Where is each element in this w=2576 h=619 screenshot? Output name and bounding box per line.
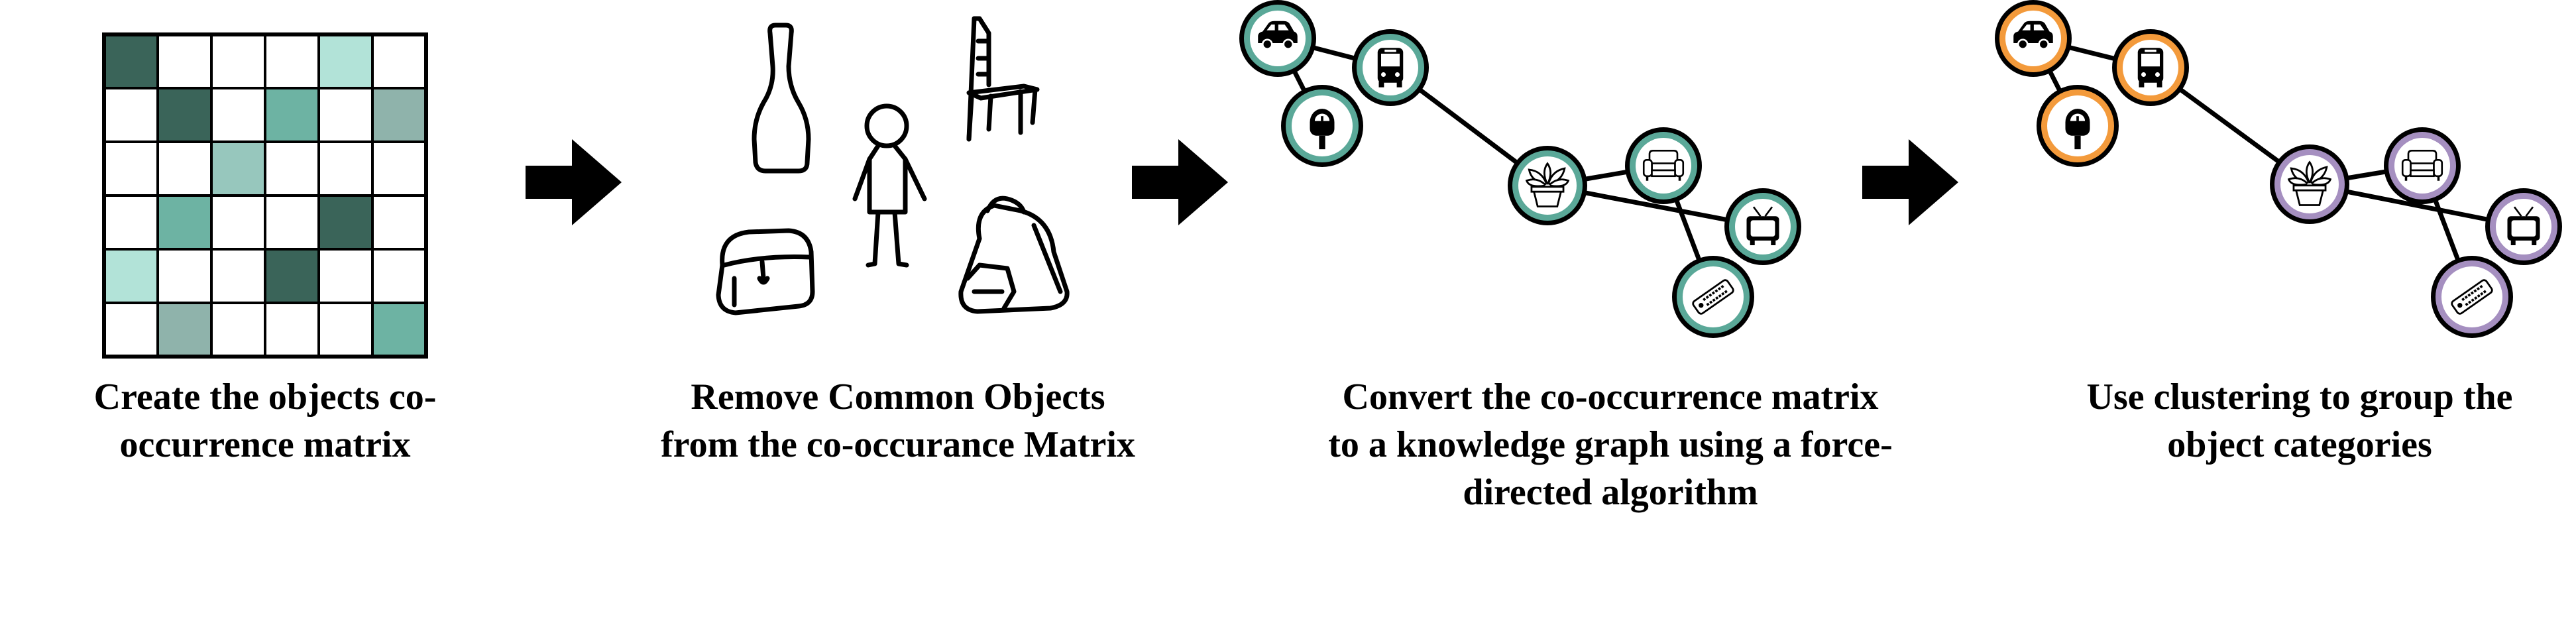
- graph-node-couch: [1625, 127, 1702, 204]
- handbag-icon: [716, 228, 815, 315]
- matrix-cell: [264, 33, 320, 89]
- graph-node-parking-meter: [1281, 85, 1363, 167]
- matrix-cell: [210, 141, 266, 197]
- matrix-cell: [264, 141, 320, 197]
- step-2-caption: Remove Common Objects from the co-occura…: [616, 373, 1180, 469]
- common-objects-group: [716, 16, 1070, 315]
- matrix-cell: [156, 248, 213, 304]
- caption-line: Use clustering to group the: [2086, 376, 2513, 418]
- matrix-cell: [103, 194, 159, 251]
- matrix-cell: [264, 248, 320, 304]
- matrix-cell: [210, 248, 266, 304]
- bottle-icon: [752, 23, 811, 174]
- graph-node-bus: [1352, 29, 1429, 106]
- matrix-cell: [156, 87, 213, 143]
- arrow-right-icon: [1132, 139, 1228, 225]
- matrix-cell: [371, 87, 427, 143]
- matrix-cell: [317, 33, 374, 89]
- cluster-node-car: [1995, 0, 2072, 77]
- matrix-cell: [264, 302, 320, 358]
- caption-line: Convert the co-occurrence matrix: [1342, 376, 1879, 418]
- matrix-cell: [210, 194, 266, 251]
- caption-line: Create the objects co-: [93, 376, 437, 418]
- graph-node-tv: [1724, 188, 1801, 265]
- matrix-cell: [371, 33, 427, 89]
- caption-line: from the co-occurance Matrix: [661, 424, 1135, 465]
- matrix-cell: [103, 87, 159, 143]
- caption-line: object categories: [2167, 424, 2432, 465]
- graph-node-remote: [1672, 256, 1754, 338]
- matrix-cell: [103, 141, 159, 197]
- co-occurrence-matrix: [102, 32, 428, 359]
- step-4-caption: Use clustering to group the object categ…: [2028, 373, 2571, 469]
- caption-line: Remove Common Objects: [691, 376, 1105, 418]
- backpack-icon: [958, 196, 1070, 314]
- graph-node-car: [1239, 0, 1316, 77]
- caption-line: occurrence matrix: [119, 424, 411, 465]
- arrow-right-icon: [526, 139, 622, 225]
- matrix-cell: [103, 248, 159, 304]
- matrix-cell: [317, 302, 374, 358]
- cluster-node-bus: [2112, 29, 2189, 106]
- cluster-node-potted-plant: [2270, 144, 2349, 224]
- clustered-graph: [1995, 0, 2562, 338]
- matrix-cell: [371, 248, 427, 304]
- matrix-cell: [156, 141, 213, 197]
- step-1-caption: Create the objects co- occurrence matrix: [27, 373, 504, 469]
- knowledge-graph: [1239, 0, 1801, 338]
- matrix-cell: [317, 248, 374, 304]
- step-3-caption: Convert the co-occurrence matrix to a kn…: [1259, 373, 1962, 516]
- cluster-node-couch: [2384, 127, 2461, 204]
- matrix-cell: [371, 141, 427, 197]
- matrix-cell: [371, 302, 427, 358]
- caption-line: directed algorithm: [1463, 472, 1758, 513]
- arrow-right-icon: [1862, 139, 1958, 225]
- matrix-cell: [317, 87, 374, 143]
- matrix-cell: [317, 141, 374, 197]
- matrix-cell: [103, 302, 159, 358]
- matrix-cell: [156, 33, 213, 89]
- matrix-cell: [156, 194, 213, 251]
- matrix-cell: [210, 33, 266, 89]
- matrix-border: [102, 32, 428, 359]
- cluster-node-parking-meter: [2037, 85, 2119, 167]
- matrix-cell: [210, 87, 266, 143]
- matrix-cell: [264, 87, 320, 143]
- matrix-cell: [103, 33, 159, 89]
- matrix-cell: [156, 302, 213, 358]
- matrix-cell: [317, 194, 374, 251]
- caption-line: to a knowledge graph using a force-: [1328, 424, 1893, 465]
- graph-node-potted-plant: [1508, 146, 1587, 225]
- person-icon: [852, 103, 927, 268]
- cluster-node-tv: [2485, 188, 2562, 265]
- matrix-cell: [210, 302, 266, 358]
- matrix-cell: [264, 194, 320, 251]
- matrix-cell: [371, 194, 427, 251]
- chair-icon: [966, 16, 1040, 142]
- cluster-node-remote: [2431, 256, 2513, 338]
